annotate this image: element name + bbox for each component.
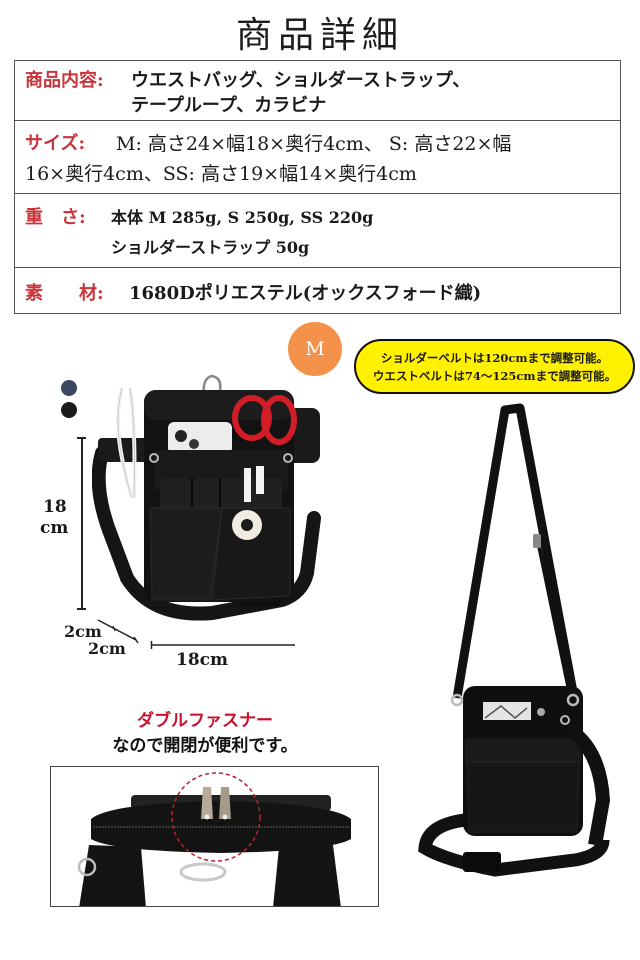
spec-row-material: 素 材: 1680Dポリエステル(オックスフォード織): [15, 268, 620, 314]
height-dimension-cap-bottom: [77, 608, 86, 610]
size-badge: M: [288, 322, 342, 376]
height-unit: cm: [40, 518, 69, 538]
zipper-headline: ダブルファスナー: [137, 711, 273, 731]
spec-row-contents: 商品内容: ウエストバッグ、ショルダーストラップ、 テープループ、カラビナ: [15, 61, 620, 121]
color-swatch-navy[interactable]: [61, 380, 77, 396]
depth-value-b: 2cm: [88, 639, 126, 658]
adjustment-note-waist: ウエストベルトは74〜125cmまで調整可能。: [372, 368, 617, 383]
depth-dimension-line: [97, 619, 139, 644]
spec-value-size-line2: 16×奥行4cm、SS: 高さ19×幅14×奥行4cm: [25, 163, 417, 185]
spec-value-material: 1680Dポリエステル(オックスフォード織): [129, 283, 482, 304]
spec-label-contents: 商品内容:: [25, 70, 104, 91]
height-value: 18: [43, 497, 67, 517]
width-value: 18cm: [176, 650, 228, 670]
page-title: 商品詳細: [235, 15, 404, 56]
spec-value-weight-line1: 本体 M 285g, S 250g, SS 220g: [111, 208, 374, 227]
spec-row-size: サイズ: M: 高さ24×幅18×奥行4cm、 S: 高さ22×幅 16×奥行4…: [15, 121, 620, 194]
color-swatch-black[interactable]: [61, 402, 77, 418]
spec-label-size: サイズ:: [25, 133, 86, 154]
product-photo-shoulder: [418, 403, 611, 877]
adjustment-note-shoulder: ショルダーベルトは120cmまで調整可能。: [380, 350, 609, 365]
zipper-subline: なので開閉が便利です。: [112, 736, 298, 756]
spec-value-weight-line2: ショルダーストラップ 50g: [111, 238, 310, 257]
spec-row-weight: 重 さ: 本体 M 285g, S 250g, SS 220g ショルダーストラ…: [15, 194, 620, 268]
spec-table: 商品内容: ウエストバッグ、ショルダーストラップ、 テープループ、カラビナ サイ…: [14, 60, 621, 314]
spec-value-contents-line2: テープループ、カラビナ: [131, 95, 327, 116]
depth-value-a: 2cm: [64, 622, 102, 641]
height-dimension-line: [81, 437, 83, 609]
width-dimension-line: [150, 641, 295, 649]
spec-label-material: 素 材:: [25, 283, 104, 304]
zipper-closeup-photo: [50, 766, 379, 907]
product-photo-front: [92, 374, 321, 621]
height-dimension-cap-top: [77, 437, 86, 439]
spec-label-weight: 重 さ:: [25, 207, 86, 228]
spec-value-contents-line1: ウエストバッグ、ショルダーストラップ、: [131, 70, 471, 91]
adjustment-note: ショルダーベルトは120cmまで調整可能。 ウエストベルトは74〜125cmまで…: [354, 339, 635, 394]
spec-value-size-line1: M: 高さ24×幅18×奥行4cm、 S: 高さ22×幅: [116, 133, 512, 155]
zipper-closeup-illustration: [77, 772, 351, 906]
